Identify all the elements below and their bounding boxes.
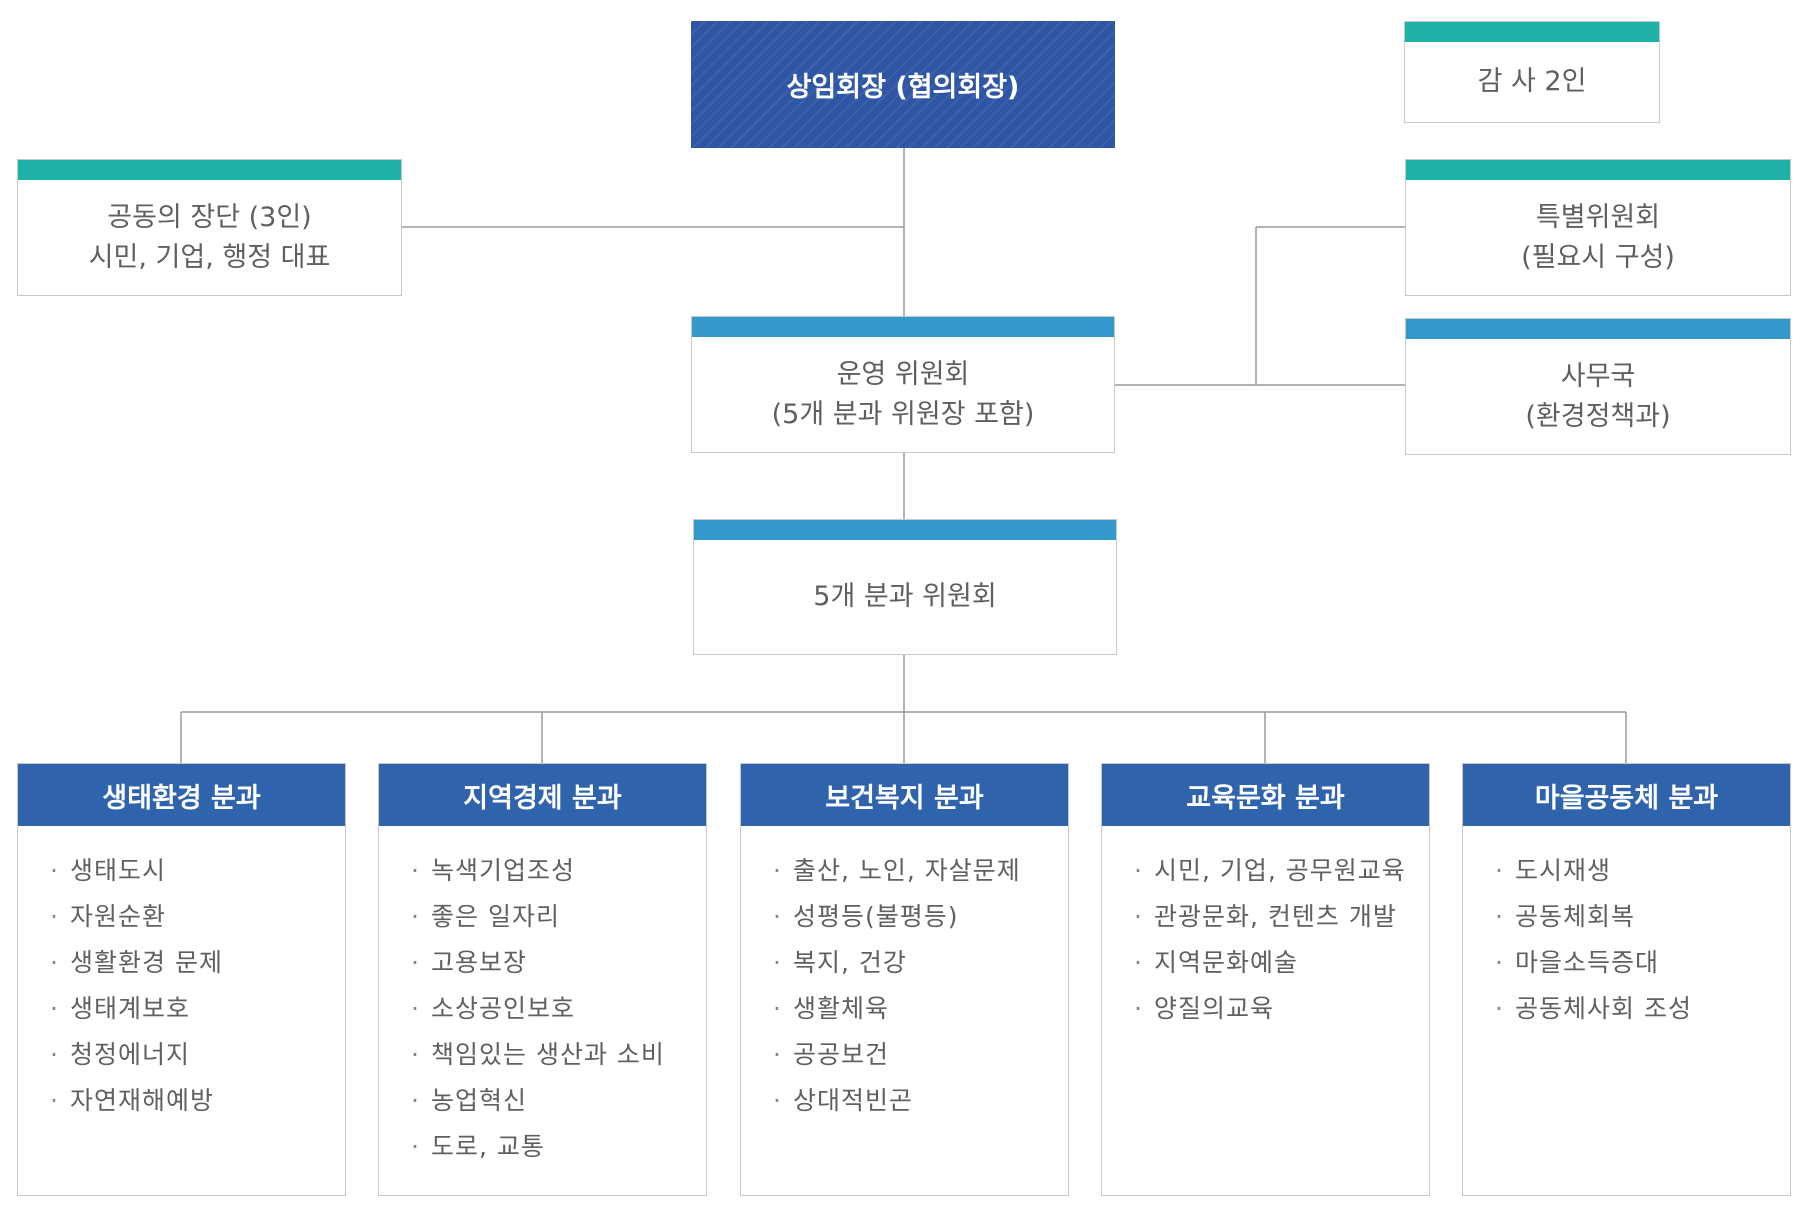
list-item: 출산, 노인, 자살문제: [773, 848, 1068, 894]
joint-group-line2: 시민, 기업, 행정 대표: [88, 241, 331, 273]
steering-line1: 운영 위원회: [836, 358, 970, 390]
dept-item-list: 시민, 기업, 공무원교육 관광문화, 컨텐츠 개발 지역문화예술 양질의교육: [1102, 826, 1429, 1032]
joint-group-line1: 공동의 장단 (3인): [107, 201, 312, 233]
list-item: 생활체육: [773, 986, 1068, 1032]
list-item: 도로, 교통: [411, 1124, 706, 1170]
list-item: 복지, 건강: [773, 940, 1068, 986]
secretariat-line1: 사무국: [1560, 360, 1636, 392]
list-item: 책임있는 생산과 소비: [411, 1032, 706, 1078]
five-committees-accent-bar: [694, 520, 1116, 540]
list-item: 고용보장: [411, 940, 706, 986]
joint-group-box: 공동의 장단 (3인) 시민, 기업, 행정 대표: [17, 159, 402, 296]
five-committees-box: 5개 분과 위원회: [693, 519, 1117, 655]
dept-community: 마을공동체 분과 도시재생 공동체회복 마을소득증대 공동체사회 조성: [1462, 763, 1791, 1196]
auditor-box: 감 사 2인: [1404, 21, 1660, 123]
dept-header: 교육문화 분과: [1102, 764, 1429, 826]
list-item: 자원순환: [50, 894, 345, 940]
dept-item-list: 생태도시 자원순환 생활환경 문제 생태계보호 청정에너지 자연재해예방: [18, 826, 345, 1124]
dept-header: 지역경제 분과: [379, 764, 706, 826]
dept-header: 생태환경 분과: [18, 764, 345, 826]
secretariat-box: 사무국 (환경정책과): [1405, 318, 1791, 455]
list-item: 도시재생: [1495, 848, 1790, 894]
list-item: 지역문화예술: [1134, 940, 1429, 986]
dept-education-culture: 교육문화 분과 시민, 기업, 공무원교육 관광문화, 컨텐츠 개발 지역문화예…: [1101, 763, 1430, 1196]
secretariat-line2: (환경정책과): [1525, 400, 1671, 432]
special-committee-line2: (필요시 구성): [1521, 241, 1675, 273]
list-item: 공동체사회 조성: [1495, 986, 1790, 1032]
dept-ecology: 생태환경 분과 생태도시 자원순환 생활환경 문제 생태계보호 청정에너지 자연…: [17, 763, 346, 1196]
list-item: 자연재해예방: [50, 1078, 345, 1124]
list-item: 양질의교육: [1134, 986, 1429, 1032]
list-item: 공공보건: [773, 1032, 1068, 1078]
list-item: 생태계보호: [50, 986, 345, 1032]
list-item: 좋은 일자리: [411, 894, 706, 940]
special-committee-accent-bar: [1406, 160, 1790, 180]
special-committee-box: 특별위원회 (필요시 구성): [1405, 159, 1791, 296]
list-item: 상대적빈곤: [773, 1078, 1068, 1124]
chairman-label: 상임회장 (협의회장): [786, 72, 1020, 103]
chairman-box: 상임회장 (협의회장): [691, 21, 1115, 148]
list-item: 관광문화, 컨텐츠 개발: [1134, 894, 1429, 940]
list-item: 청정에너지: [50, 1032, 345, 1078]
list-item: 생활환경 문제: [50, 940, 345, 986]
list-item: 생태도시: [50, 848, 345, 894]
five-committees-label: 5개 분과 위원회: [813, 581, 997, 612]
list-item: 성평등(불평등): [773, 894, 1068, 940]
list-item: 마을소득증대: [1495, 940, 1790, 986]
steering-committee-box: 운영 위원회 (5개 분과 위원장 포함): [691, 316, 1115, 453]
dept-item-list: 출산, 노인, 자살문제 성평등(불평등) 복지, 건강 생활체육 공공보건 상…: [741, 826, 1068, 1124]
steering-line2: (5개 분과 위원장 포함): [771, 398, 1035, 430]
secretariat-accent-bar: [1406, 319, 1790, 339]
list-item: 시민, 기업, 공무원교육: [1134, 848, 1429, 894]
auditor-label: 감 사 2인: [1477, 66, 1587, 97]
list-item: 농업혁신: [411, 1078, 706, 1124]
dept-item-list: 도시재생 공동체회복 마을소득증대 공동체사회 조성: [1463, 826, 1790, 1032]
dept-economy: 지역경제 분과 녹색기업조성 좋은 일자리 고용보장 소상공인보호 책임있는 생…: [378, 763, 707, 1196]
dept-item-list: 녹색기업조성 좋은 일자리 고용보장 소상공인보호 책임있는 생산과 소비 농업…: [379, 826, 706, 1170]
auditor-accent-bar: [1405, 22, 1659, 42]
dept-header: 마을공동체 분과: [1463, 764, 1790, 826]
special-committee-line1: 특별위원회: [1535, 201, 1661, 233]
dept-header: 보건복지 분과: [741, 764, 1068, 826]
list-item: 녹색기업조성: [411, 848, 706, 894]
steering-accent-bar: [692, 317, 1114, 337]
dept-health-welfare: 보건복지 분과 출산, 노인, 자살문제 성평등(불평등) 복지, 건강 생활체…: [740, 763, 1069, 1196]
list-item: 소상공인보호: [411, 986, 706, 1032]
joint-group-accent-bar: [18, 160, 401, 180]
list-item: 공동체회복: [1495, 894, 1790, 940]
